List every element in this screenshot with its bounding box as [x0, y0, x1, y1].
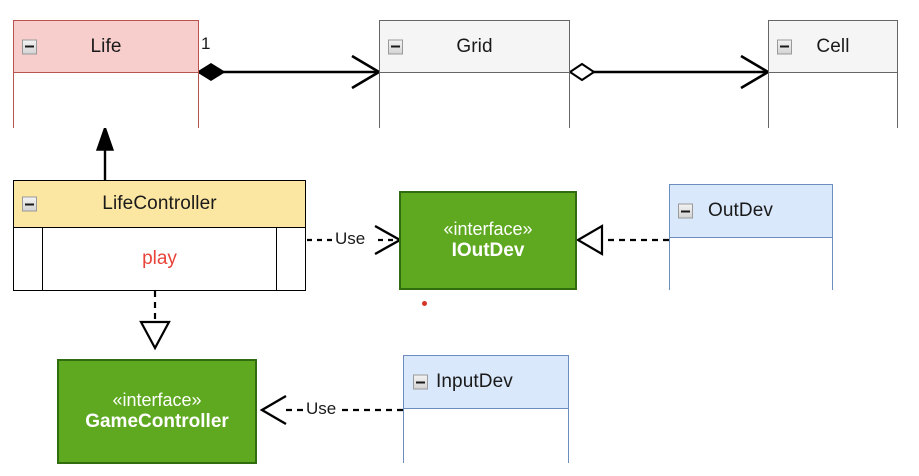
class-body-outdev [670, 238, 832, 290]
class-box-cell[interactable]: Cell [768, 20, 898, 128]
open-arrow-icon [259, 394, 287, 426]
class-name-inputdev: InputDev [436, 371, 513, 392]
edge-inputdev-to-gamecontroller [259, 394, 403, 426]
class-name-life: Life [90, 35, 122, 57]
interface-stereotype: «interface» [112, 390, 202, 411]
class-box-inputdev[interactable]: InputDev [403, 355, 569, 463]
edge-label-use-ioutdev: Use [334, 229, 367, 249]
class-body-lifecontroller: play [14, 228, 305, 290]
interface-stereotype: «interface» [443, 219, 533, 240]
class-box-grid[interactable]: Grid [379, 20, 570, 128]
edge-lifecontroller-to-gamecontroller [139, 291, 171, 351]
interface-name-gamecontroller: GameController [85, 410, 229, 432]
edge-label-use-gamecontroller: Use [305, 399, 338, 419]
hollow-triangle-icon [575, 224, 604, 256]
class-body-cell [769, 73, 897, 128]
class-body-inputdev [404, 409, 568, 463]
class-header-inputdev: InputDev [404, 356, 568, 409]
class-name-lifecontroller: LifeController [102, 193, 217, 214]
filled-arrow-icon [95, 124, 115, 151]
compartment-divider-left [42, 228, 43, 290]
multiplicity-life-to-grid: 1 [201, 34, 211, 53]
class-header-cell: Cell [769, 21, 897, 73]
class-name-grid: Grid [456, 35, 493, 57]
edge-lifecontroller-to-life [95, 124, 115, 180]
red-dot-marker [422, 301, 427, 306]
class-body-life [14, 73, 198, 128]
minus-icon[interactable] [413, 374, 428, 390]
class-header-outdev: OutDev [670, 185, 832, 238]
minus-icon[interactable] [678, 203, 693, 219]
filled-diamond-icon [196, 63, 226, 81]
interface-box-ioutdev[interactable]: «interface» IOutDev [399, 191, 577, 290]
interface-name-ioutdev: IOutDev [451, 239, 525, 261]
hollow-diamond-icon [568, 62, 596, 82]
class-name-cell: Cell [816, 35, 850, 57]
class-header-grid: Grid [380, 21, 569, 73]
minus-icon[interactable] [388, 39, 403, 54]
class-header-life: Life [14, 21, 198, 73]
class-box-outdev[interactable]: OutDev [669, 184, 833, 290]
minus-icon[interactable] [22, 39, 37, 54]
edge-grid-to-cell [568, 54, 771, 90]
edge-life-to-grid [196, 54, 382, 90]
class-header-lifecontroller: LifeController [14, 181, 305, 228]
hollow-triangle-icon [139, 320, 171, 351]
method-play: play [142, 248, 177, 269]
compartment-divider-right [276, 228, 277, 290]
minus-icon[interactable] [22, 196, 37, 212]
interface-box-gamecontroller[interactable]: «interface» GameController [57, 359, 257, 464]
edge-outdev-to-ioutdev [575, 224, 669, 256]
class-name-outdev: OutDev [708, 200, 774, 221]
class-body-grid [380, 73, 569, 128]
class-box-lifecontroller[interactable]: LifeController play [13, 180, 306, 291]
class-box-life[interactable]: Life [13, 20, 199, 128]
minus-icon[interactable] [777, 39, 792, 54]
